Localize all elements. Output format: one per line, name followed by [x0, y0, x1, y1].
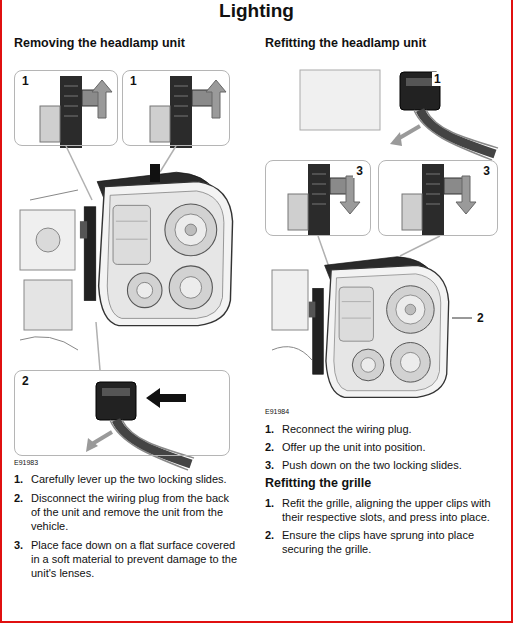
- leader-line: [400, 236, 440, 256]
- step-text: Offer up the unit into position.: [282, 440, 504, 454]
- leader-line: [160, 146, 176, 172]
- step-number: 3.: [14, 538, 23, 552]
- callout-number: 2: [475, 311, 486, 325]
- engine-bay: [20, 337, 78, 350]
- step-number: 2.: [14, 491, 23, 505]
- step-text: Ensure the clips have sprung into place …: [282, 528, 504, 556]
- engine-bay: [30, 190, 78, 200]
- slide-inset-art: [92, 80, 112, 118]
- step-number: 1.: [14, 472, 23, 486]
- engine-bay: [272, 270, 308, 330]
- section-heading: Refitting the headlamp unit: [265, 36, 426, 50]
- engine-bay: [20, 190, 78, 350]
- leader-line: [96, 322, 100, 370]
- slide-inset-art: [288, 164, 352, 236]
- headlamp-unit: [80, 172, 233, 325]
- inset-frame: 3: [378, 160, 498, 236]
- step-number: 2.: [265, 440, 274, 454]
- step-text: Carefully lever up the two locking slide…: [31, 472, 241, 486]
- step-text: Refit the grille, aligning the upper cli…: [282, 496, 504, 524]
- step-number: 1.: [265, 496, 274, 510]
- step-number: 1.: [265, 422, 274, 436]
- plug-inset-art: [146, 388, 186, 408]
- slide-inset-art: [402, 164, 466, 236]
- section-heading: Removing the headlamp unit: [14, 36, 185, 50]
- engine-bay: [272, 270, 312, 360]
- plug-inset-art: [92, 432, 112, 444]
- slide-inset-art: [340, 176, 360, 214]
- step-number: 3.: [265, 458, 274, 472]
- headlamp-unit: [309, 257, 449, 398]
- callout-number: 1: [432, 72, 443, 86]
- figure-code: E91983: [14, 459, 38, 467]
- plug-art: [390, 132, 402, 146]
- step-text: Push down on the two locking slides.: [282, 458, 504, 472]
- step-number: 2.: [265, 528, 274, 542]
- engine-bay: [272, 347, 312, 360]
- callout-number: 3: [480, 164, 493, 178]
- locking-slide: [150, 164, 160, 182]
- figure-code: E91984: [265, 408, 289, 416]
- plug-inset-art: [86, 382, 194, 470]
- callout-number: 2: [19, 374, 32, 388]
- step-text: Place face down on a flat surface covere…: [31, 538, 241, 580]
- plug-art: [400, 72, 498, 160]
- slide-inset-art: [150, 76, 214, 148]
- inset-frame: 2: [14, 370, 230, 456]
- page-title: Lighting: [0, 0, 513, 22]
- slide-inset-art: [40, 76, 104, 148]
- section-heading: Refitting the grille: [265, 476, 371, 490]
- step-text: Reconnect the wiring plug.: [282, 422, 504, 436]
- slide-inset-art: [206, 80, 226, 118]
- engine-bay: [24, 280, 72, 330]
- leader-line: [452, 318, 472, 319]
- callout-number: 3: [353, 164, 366, 178]
- inset-frame: 3: [265, 160, 371, 236]
- plug-art: [300, 70, 380, 130]
- engine-bay: [20, 210, 75, 270]
- plug-inset-art: [96, 382, 194, 470]
- slide-inset-art: [288, 164, 476, 236]
- slide-inset-art: [456, 176, 476, 214]
- callout-number: 1: [127, 74, 140, 88]
- step-text: Disconnect the wiring plug from the back…: [31, 491, 241, 533]
- engine-bay: [36, 228, 60, 252]
- inset-frame: 1: [122, 70, 230, 146]
- inset-frame: 1: [14, 70, 118, 146]
- plug-art: [300, 70, 498, 160]
- callout-number: 1: [19, 74, 32, 88]
